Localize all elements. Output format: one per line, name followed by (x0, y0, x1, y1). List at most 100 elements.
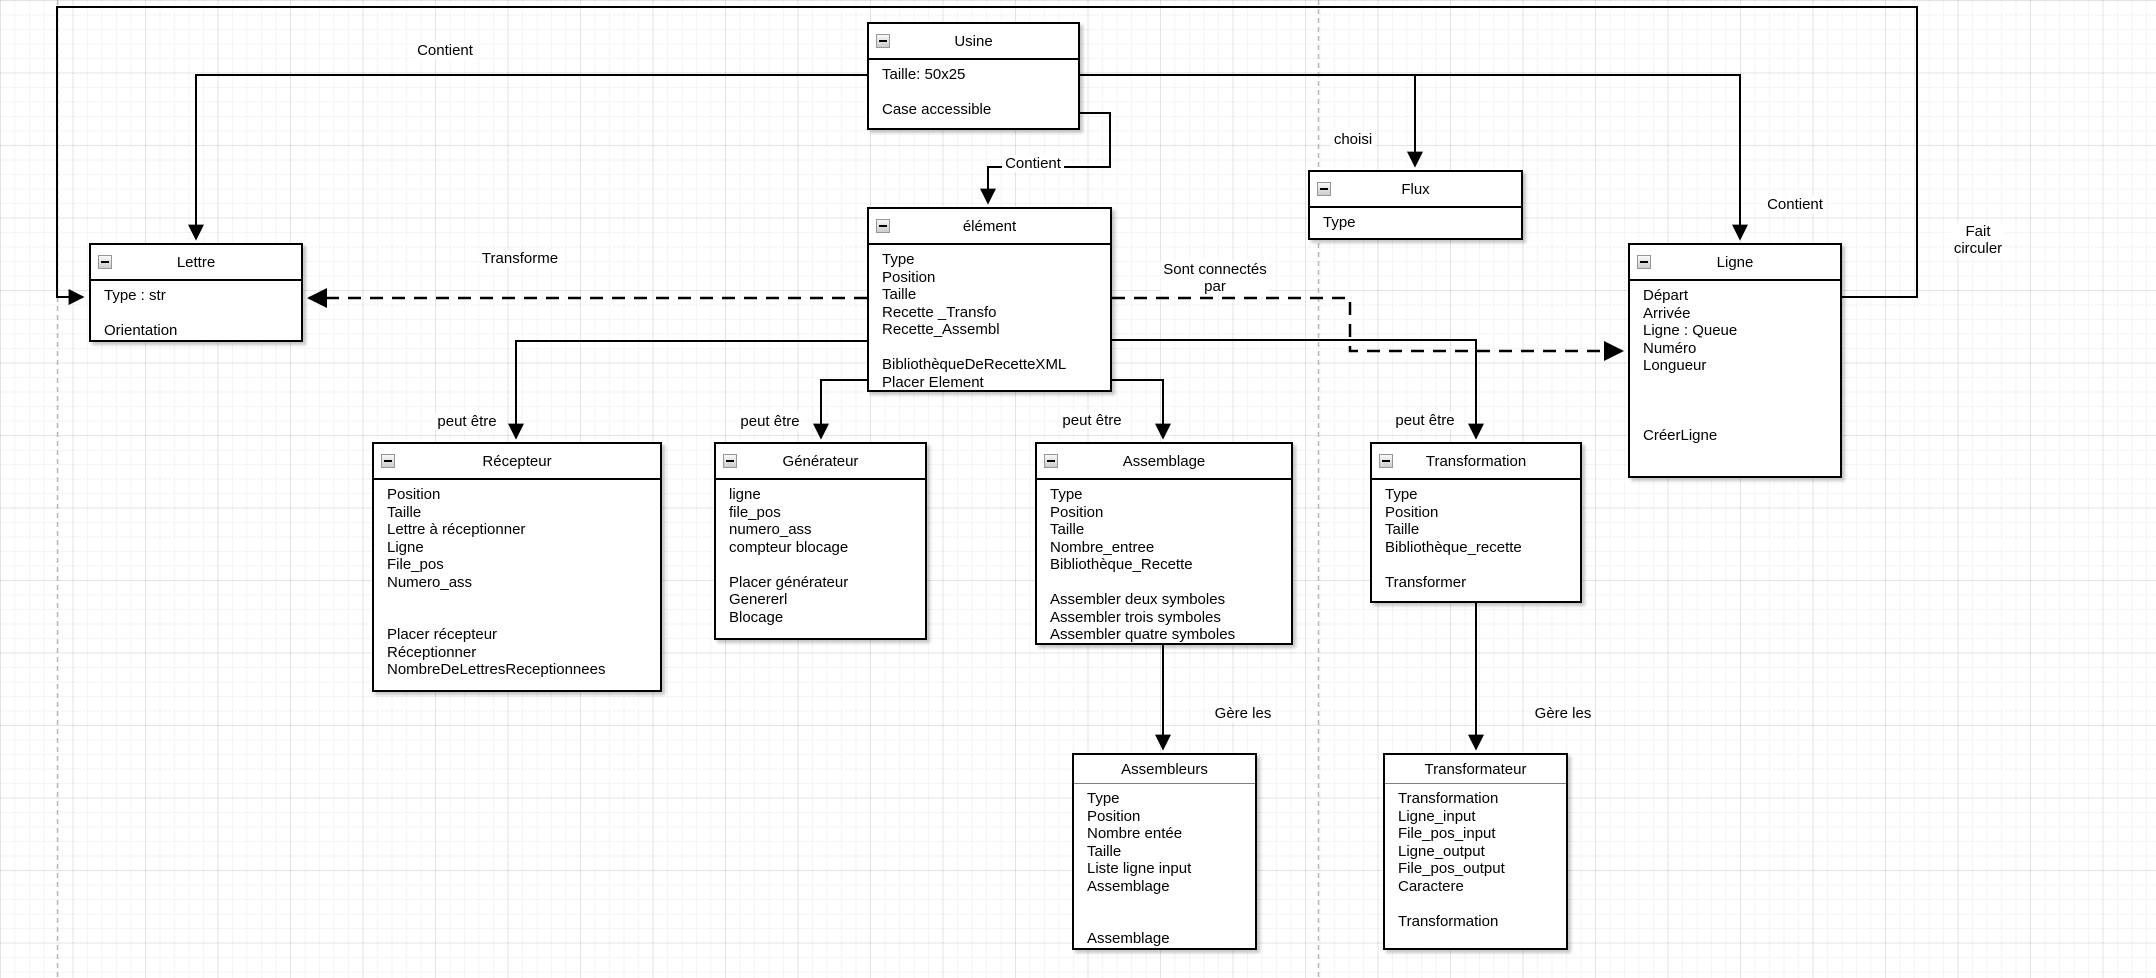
class-title: Flux (1401, 180, 1430, 198)
attribute: numero_ass (729, 521, 812, 538)
attribute: Taille (882, 286, 917, 303)
attribute: Liste ligne input (1087, 860, 1192, 877)
attribute: Position (1087, 807, 1141, 825)
collapse-icon[interactable] (876, 219, 890, 233)
edge-label-peut-etre-transformation: peut être (1392, 412, 1458, 429)
attribute: Ligne : Queue (1643, 322, 1738, 339)
attribute: Taille: 50x25 (882, 66, 966, 83)
edge-sont-connectes-element-ligne[interactable] (1112, 296, 1624, 361)
collapse-icon[interactable] (98, 255, 112, 269)
collapse-icon[interactable] (381, 454, 395, 468)
class-title: Lettre (176, 253, 216, 271)
attribute: Bibliothèque_recette (1385, 538, 1522, 556)
collapse-icon[interactable] (1637, 255, 1651, 269)
class-transformateur[interactable]: Transformateur Transformation Ligne_inpu… (1383, 753, 1568, 950)
collapse-icon[interactable] (1044, 454, 1058, 468)
edge-label-gere-les-assembleurs: Gère les (1211, 705, 1275, 722)
attribute: Bibliothèque_Recette (1050, 556, 1193, 573)
class-usine[interactable]: Usine Taille: 50x25 Case accessible (867, 22, 1080, 130)
edge-peut-etre-element-transformation[interactable] (1112, 339, 1484, 440)
edge-label-contient-lettre: Contient (414, 42, 476, 59)
class-ligne[interactable]: Ligne Départ Arrivée Ligne : Queue Numér… (1628, 243, 1842, 478)
attribute (1037, 574, 1291, 592)
attribute: Blocage (729, 608, 784, 626)
class-title: Assembleurs (1121, 760, 1208, 778)
attribute: Ligne_input (1398, 807, 1476, 825)
attribute (716, 556, 925, 574)
class-lettre[interactable]: Lettre Type : str Orientation (89, 243, 303, 342)
edge-label-peut-etre-recepteur: peut être (434, 413, 500, 430)
collapse-icon[interactable] (1317, 182, 1331, 196)
attribute: Type (1385, 486, 1418, 503)
edge-label-fait-circuler: Fait circuler (1950, 223, 2006, 257)
attribute: Genererl (729, 591, 788, 608)
attribute: compteur blocage (729, 538, 849, 556)
edge-contient-usine-ligne[interactable] (1080, 74, 1748, 241)
attribute: Taille (387, 503, 422, 521)
attribute: Départ (1643, 287, 1689, 304)
edge-peut-etre-element-generateur[interactable] (813, 379, 867, 440)
attribute: Recette _Transfo (882, 303, 997, 321)
attribute: Ligne (387, 538, 424, 556)
attribute (1074, 913, 1255, 931)
collapse-icon[interactable] (876, 34, 890, 48)
attribute (1074, 895, 1255, 913)
class-title: Transformation (1425, 452, 1527, 470)
attribute (1630, 392, 1840, 410)
edge-peut-etre-element-assemblage[interactable] (1112, 379, 1171, 440)
class-flux[interactable]: Flux Type (1308, 170, 1523, 240)
attribute: Assembler deux symboles (1050, 591, 1226, 608)
attribute: Placer récepteur (387, 626, 498, 643)
attribute: Taille (1087, 842, 1122, 860)
attribute (1630, 375, 1840, 393)
attribute: Assembler quatre symboles (1050, 626, 1236, 643)
attribute: Case accessible (882, 101, 992, 118)
attribute (91, 305, 301, 323)
class-title: Usine (954, 32, 993, 50)
attribute: Transformer (1385, 573, 1467, 591)
attribute (374, 609, 660, 627)
edge-contient-usine-element[interactable] (980, 112, 1111, 205)
edge-choisi-usine-flux[interactable] (1080, 74, 1423, 168)
attribute: Placer Element (882, 373, 984, 391)
attribute: ligne (729, 486, 761, 503)
edge-label-gere-les-transformateur: Gère les (1531, 705, 1595, 722)
class-title: Ligne (1716, 253, 1754, 271)
class-assembleurs[interactable]: Assembleurs Type Position Nombre entée T… (1072, 753, 1257, 950)
attribute: CréerLigne (1643, 427, 1718, 444)
collapse-icon[interactable] (723, 454, 737, 468)
attribute: Taille (1050, 521, 1085, 538)
edge-fait-circuler-ligne-lettre[interactable] (56, 6, 1918, 305)
class-title: Récepteur (482, 452, 552, 470)
class-generateur[interactable]: Générateur ligne file_pos numero_ass com… (714, 442, 927, 640)
edge-label-peut-etre-generateur: peut être (737, 413, 803, 430)
attribute (1630, 410, 1840, 428)
attribute: Position (1385, 503, 1439, 521)
attribute: Lettre à réceptionner (387, 521, 526, 538)
edge-label-transforme: Transforme (478, 250, 562, 267)
class-assemblage[interactable]: Assemblage Type Position Taille Nombre_e… (1035, 442, 1293, 645)
edge-label-peut-etre-assemblage: peut être (1059, 412, 1125, 429)
attribute: Longueur (1643, 357, 1707, 374)
attribute (374, 591, 660, 609)
attribute (1372, 556, 1580, 574)
edge-peut-etre-element-recepteur[interactable] (508, 340, 867, 440)
attribute: Type (1323, 214, 1356, 231)
attribute: Type : str (104, 287, 166, 304)
class-recepteur[interactable]: Récepteur Position Taille Lettre à récep… (372, 442, 662, 692)
attribute: Transformation (1398, 912, 1499, 930)
edge-contient-usine-lettre[interactable] (188, 74, 867, 241)
attribute: Placer générateur (729, 573, 849, 591)
collapse-icon[interactable] (1379, 454, 1393, 468)
attribute: Caractere (1398, 877, 1464, 895)
attribute: File_pos_input (1398, 825, 1496, 842)
attribute: Nombre entée (1087, 825, 1183, 842)
attribute: Arrivée (1643, 304, 1691, 322)
attribute: Type (1087, 790, 1120, 807)
edge-label-contient-element: Contient (1002, 155, 1064, 172)
attribute: Position (387, 486, 441, 503)
class-element[interactable]: élément Type Position Taille Recette _Tr… (867, 207, 1112, 392)
class-transformation[interactable]: Transformation Type Position Taille Bibl… (1370, 442, 1582, 603)
